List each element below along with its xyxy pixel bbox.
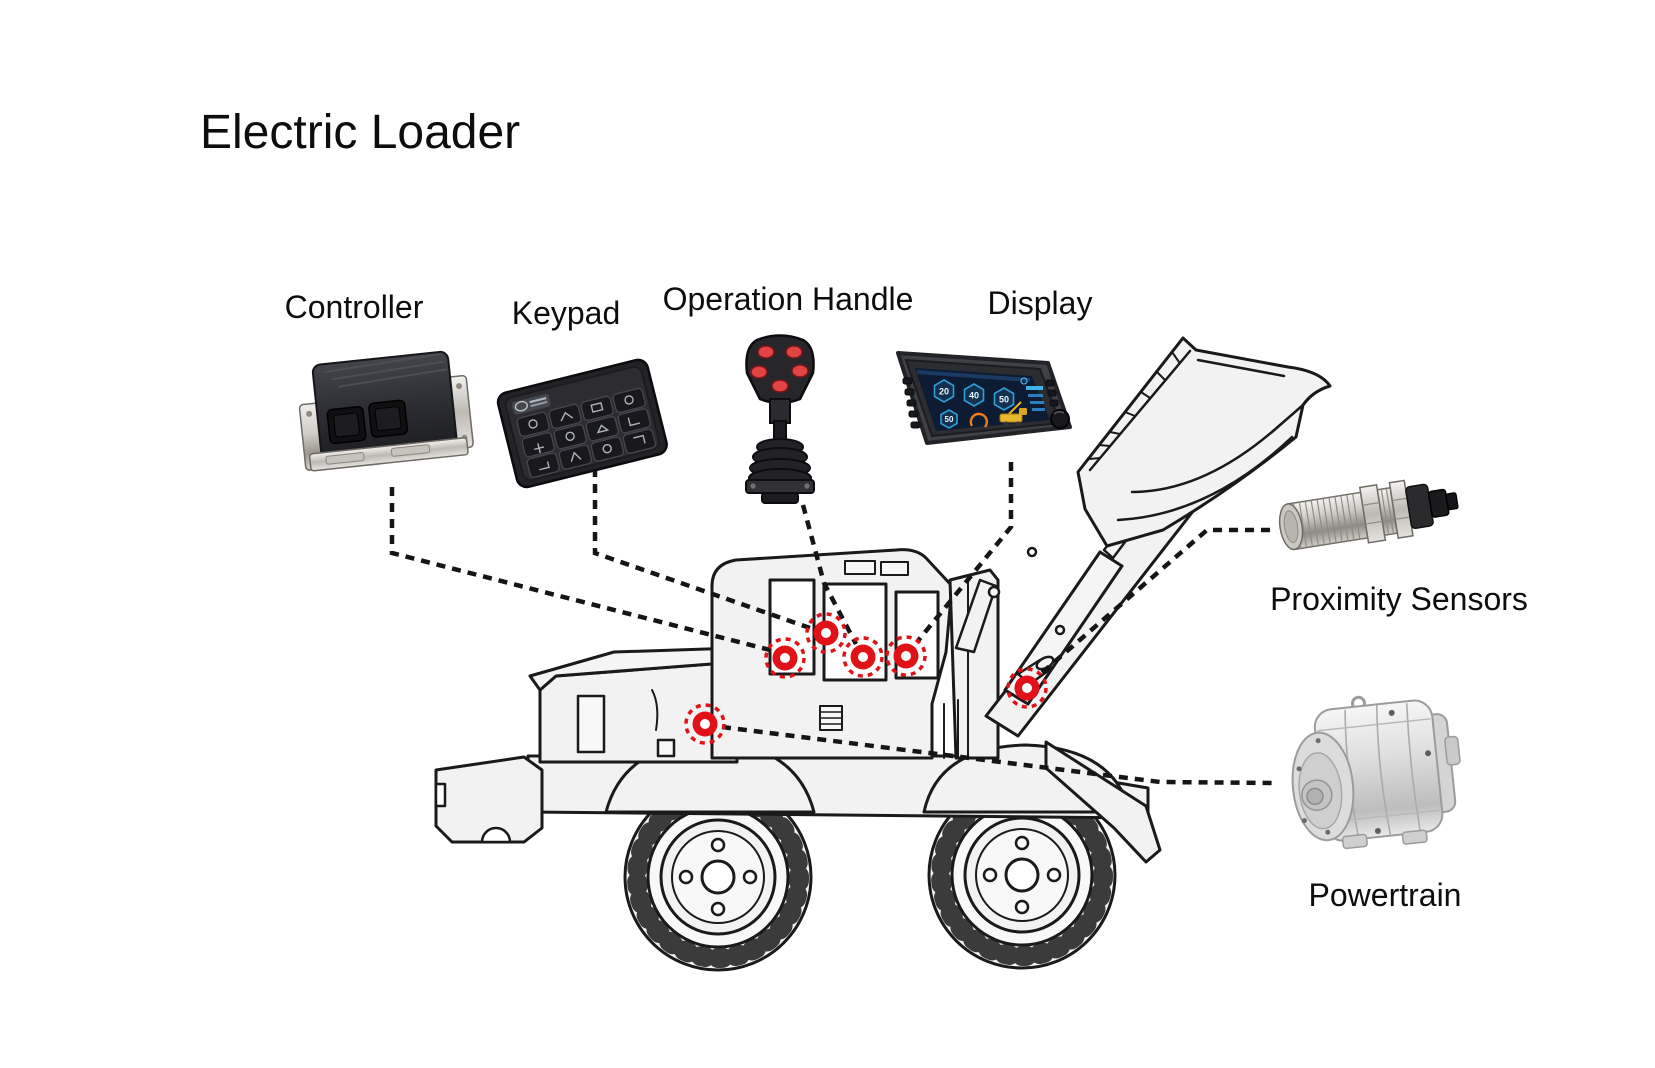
proximity-sensor-image xyxy=(1278,479,1459,551)
gauge-value-2: 40 xyxy=(969,391,979,401)
sensor-connector xyxy=(1427,488,1450,518)
engine-hood xyxy=(528,646,739,764)
label-keypad: Keypad xyxy=(512,295,621,331)
keypad-keys xyxy=(516,387,657,478)
marker-display xyxy=(885,635,927,677)
label-operation-handle: Operation Handle xyxy=(663,281,914,317)
front-wheel xyxy=(927,780,1117,970)
powertrain-image xyxy=(1291,695,1461,850)
bucket xyxy=(1076,336,1332,548)
label-display: Display xyxy=(988,285,1093,321)
joystick-buttons xyxy=(750,345,809,393)
counterweight xyxy=(434,755,544,844)
label-controller: Controller xyxy=(285,289,424,325)
marker-powertrain xyxy=(684,703,726,745)
rear-wheel xyxy=(623,782,813,972)
connector-lines xyxy=(389,462,1278,786)
page-title: Electric Loader xyxy=(200,106,520,159)
connector-operation-handle xyxy=(800,504,858,646)
marker-proximity-sensor xyxy=(1006,667,1048,709)
keypad-logo xyxy=(511,393,551,415)
marker-operation-handle xyxy=(842,636,884,678)
marker-keypad xyxy=(805,612,847,654)
gauge-value-3: 50 xyxy=(999,395,1009,405)
loader-drawing xyxy=(434,336,1332,972)
marker-controller xyxy=(764,637,806,679)
display-image: 20 40 50 50 xyxy=(896,351,1072,445)
display-crane-graphic xyxy=(999,401,1027,427)
connector-powertrain xyxy=(721,724,1278,786)
display-side-buttons xyxy=(902,377,1059,429)
display-dial-gauge xyxy=(969,412,989,428)
display-menu-bars xyxy=(1026,386,1045,411)
keypad-key-glyphs xyxy=(528,395,646,471)
label-powertrain: Powertrain xyxy=(1309,877,1462,913)
connector-controller xyxy=(389,487,771,653)
connector-proximity-sensor xyxy=(1035,527,1270,679)
connector-keypad xyxy=(592,468,811,631)
display-hexagons xyxy=(933,379,1015,429)
location-markers xyxy=(684,612,1048,745)
label-proximity-sensors: Proximity Sensors xyxy=(1270,581,1528,617)
gauge-value-1: 20 xyxy=(939,387,949,397)
tilt-link xyxy=(954,578,998,654)
controller-image xyxy=(298,350,474,472)
gauge-value-4: 50 xyxy=(945,415,954,424)
connector-display xyxy=(915,462,1014,644)
operation-handle-image xyxy=(745,334,815,504)
display-knob xyxy=(1050,409,1070,429)
keypad-image xyxy=(496,358,668,489)
